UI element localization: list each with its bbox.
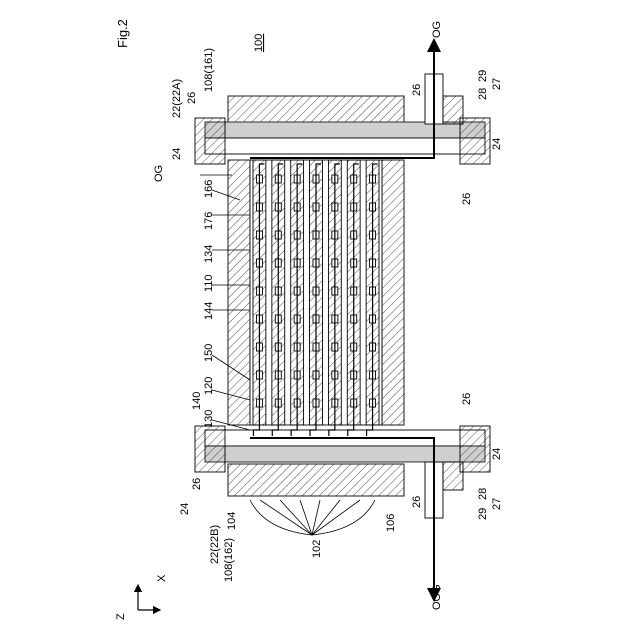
label-26-c: 26 bbox=[411, 84, 423, 96]
flange-bottom bbox=[443, 462, 463, 490]
label-24-a: 24 bbox=[171, 148, 183, 160]
label-29-bot: 29 bbox=[477, 508, 489, 520]
nut-top-right bbox=[460, 118, 490, 164]
label-29-top: 29 bbox=[477, 70, 489, 82]
label-106: 106 bbox=[385, 514, 397, 532]
axis-indicator: Z X bbox=[115, 574, 168, 620]
label-28-top: 28 bbox=[477, 88, 489, 100]
axis-z-label: Z bbox=[115, 613, 127, 620]
label-22-22a: 22(22A) bbox=[171, 79, 183, 118]
label-144: 144 bbox=[203, 302, 215, 320]
figure-title: Fig.2 bbox=[115, 19, 130, 48]
label-26-f: 26 bbox=[461, 393, 473, 405]
label-22-22b: 22(22B) bbox=[209, 525, 221, 564]
brace-102 bbox=[250, 500, 375, 535]
label-og-top: OG bbox=[431, 21, 443, 38]
label-176: 176 bbox=[203, 212, 215, 230]
label-130: 130 bbox=[203, 410, 215, 428]
label-26-b: 26 bbox=[191, 478, 203, 490]
label-24-b: 24 bbox=[179, 503, 191, 515]
label-166: 166 bbox=[203, 180, 215, 198]
bolt-top-passage bbox=[205, 138, 485, 154]
brace-102-ticks bbox=[260, 500, 360, 535]
nut-top-left bbox=[195, 118, 225, 164]
label-110: 110 bbox=[203, 274, 215, 292]
label-24-c: 24 bbox=[491, 138, 503, 150]
label-oog: OOG bbox=[431, 584, 443, 610]
label-26-a: 26 bbox=[186, 92, 198, 104]
label-og-left: OG bbox=[153, 165, 165, 182]
nut-bottom-left bbox=[195, 426, 225, 472]
axis-x-label: X bbox=[156, 574, 168, 582]
label-140: 140 bbox=[191, 392, 203, 410]
label-100: 100 bbox=[253, 34, 265, 52]
label-24-d: 24 bbox=[491, 448, 503, 460]
end-plate-bottom bbox=[228, 464, 404, 496]
label-150: 150 bbox=[203, 344, 215, 362]
label-27-top: 27 bbox=[491, 78, 503, 90]
label-120: 120 bbox=[203, 377, 215, 395]
label-108-161: 108(161) bbox=[203, 48, 215, 92]
nut-bottom-right bbox=[460, 426, 490, 472]
label-108-162: 108(162) bbox=[223, 538, 235, 582]
stack-wall-right bbox=[382, 160, 404, 425]
label-28-bot: 28 bbox=[477, 488, 489, 500]
end-plate-top bbox=[228, 96, 404, 126]
bolt-bottom bbox=[205, 446, 485, 462]
label-102: 102 bbox=[311, 540, 323, 558]
label-26-d: 26 bbox=[411, 496, 423, 508]
label-26-e: 26 bbox=[461, 193, 473, 205]
label-27-bot: 27 bbox=[491, 498, 503, 510]
flange-top bbox=[443, 96, 463, 124]
label-104: 104 bbox=[226, 512, 238, 530]
label-134: 134 bbox=[203, 245, 215, 263]
